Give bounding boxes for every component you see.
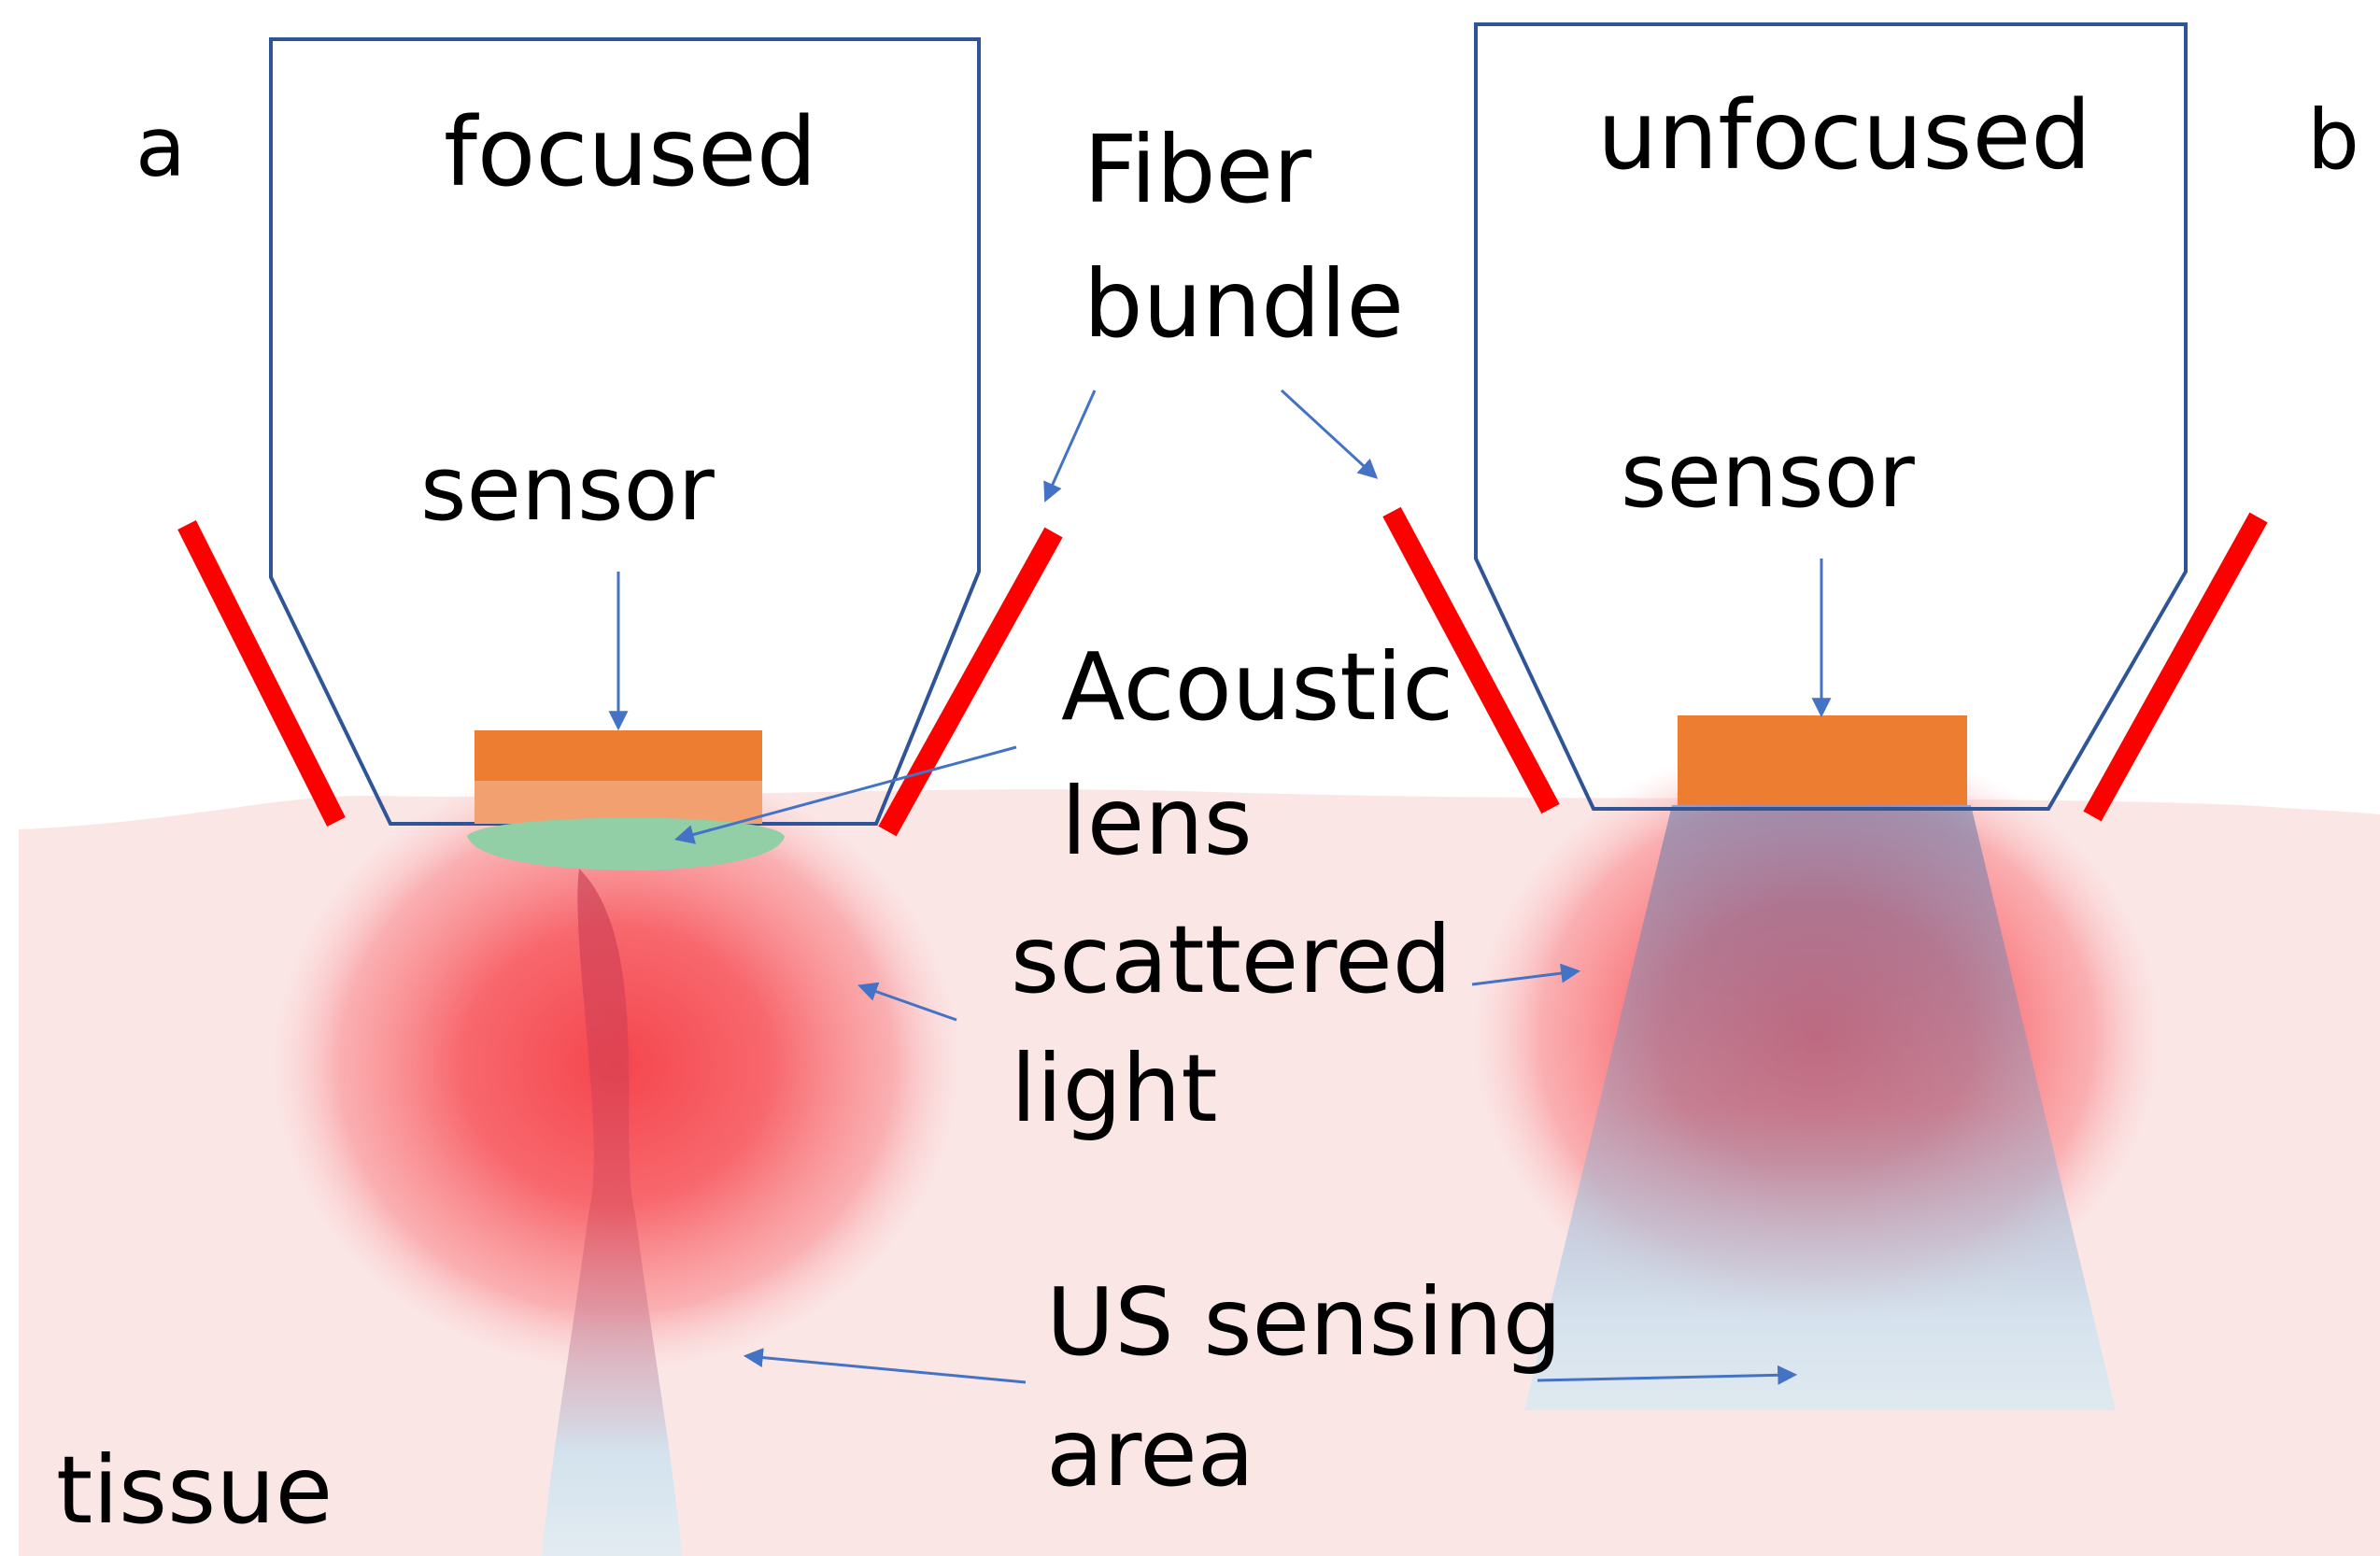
arrow-scattered-light-b: [1471, 963, 1581, 986]
probe-housing-a: [269, 37, 981, 826]
acoustic-lens-label-line2: lens: [1061, 767, 1253, 876]
fiber-bundle-label-line1: Fiber: [1084, 115, 1312, 224]
panel-a-title: focused: [444, 97, 817, 208]
fiber-bundle-b-right: [2083, 512, 2268, 822]
panel-b-letter: b: [2307, 92, 2359, 188]
sensor-a-lower-tint: [475, 781, 762, 824]
us-sensing-beam-a: [542, 869, 682, 1556]
probe-housing-b: [1474, 22, 2188, 811]
us-sensing-beam-b: [1524, 805, 2116, 1410]
arrow-fiber-bundle-right: [1280, 389, 1379, 479]
panel-b-title: unfocused: [1597, 80, 2091, 191]
us-sensing-label-line1: US sensing: [1046, 1267, 1562, 1377]
arrow-scattered-light-a: [857, 982, 957, 1022]
scattered-light-label-line2: light: [1011, 1034, 1218, 1143]
panel-a-letter: a: [135, 99, 186, 195]
us-sensing-label-line2: area: [1046, 1398, 1254, 1507]
fiber-bundle-a-left: [177, 520, 346, 827]
fiber-bundle-a-right: [878, 527, 1063, 837]
panel-a-sensor-label: sensor: [420, 438, 715, 541]
fiber-bundle-label-line2: bundle: [1084, 249, 1404, 359]
arrow-acoustic-lens: [673, 745, 1017, 844]
scattered-light-label-line1: scattered: [1011, 905, 1452, 1014]
arrow-fiber-bundle-left: [1043, 389, 1097, 502]
tissue-label: tissue: [56, 1436, 333, 1545]
acoustic-lens-label-line1: Acoustic: [1061, 632, 1453, 742]
sensor-b: [1678, 715, 1967, 805]
fiber-bundle-b-left: [1382, 506, 1560, 814]
panel-b-sensor-label: sensor: [1621, 425, 1916, 528]
arrow-us-sensing-a: [743, 1348, 1027, 1384]
arrow-us-sensing-b: [1537, 1365, 1798, 1385]
